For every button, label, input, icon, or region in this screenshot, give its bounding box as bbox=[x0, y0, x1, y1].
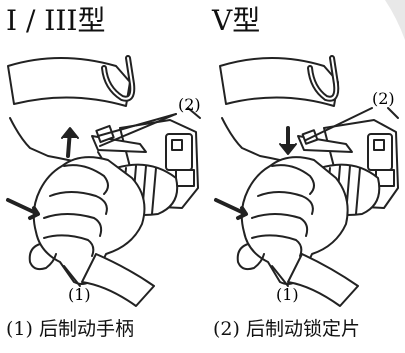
callout-2-right: (2) bbox=[372, 89, 395, 108]
page-corner-decoration bbox=[385, 0, 405, 40]
illustration-type-5: (2) (1) bbox=[214, 55, 399, 307]
type-label-right: V型 bbox=[212, 4, 261, 37]
callout-2-left: (2) bbox=[178, 95, 201, 114]
callout-1-right: (1) bbox=[276, 285, 299, 304]
type-label-left: I / III型 bbox=[6, 4, 106, 37]
caption-rear-brake-lock: (2) 后制动锁定片 bbox=[213, 318, 360, 340]
callout-1-left: (1) bbox=[68, 285, 91, 304]
caption-rear-brake-lever: (1) 后制动手柄 bbox=[6, 318, 134, 340]
illustration-type-1-3: (2) (1) bbox=[6, 55, 201, 307]
